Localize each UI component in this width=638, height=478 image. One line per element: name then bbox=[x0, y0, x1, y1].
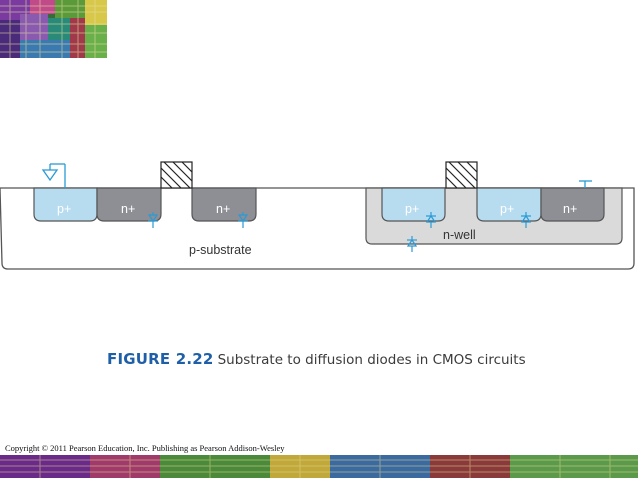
cmos-cross-section-diagram: p+ n+ n+ p+ p+ n+ n-well p-substrate bbox=[0, 161, 635, 270]
diode-icon bbox=[147, 212, 159, 228]
p-substrate-label: p-substrate bbox=[189, 243, 252, 257]
diode-icon bbox=[406, 236, 418, 252]
figure-caption-text: Substrate to diffusion diodes in CMOS ci… bbox=[217, 352, 526, 368]
diode-icon bbox=[520, 212, 532, 228]
pmos-gate bbox=[445, 161, 478, 189]
chip-die-photo-bottom bbox=[0, 455, 638, 478]
nmos-n-plus-left-label: n+ bbox=[121, 202, 135, 216]
pmos-p-plus-right-label: p+ bbox=[500, 202, 514, 216]
nmos-gate bbox=[160, 161, 193, 189]
diode-icon bbox=[425, 212, 437, 228]
pmos-n-plus-label: n+ bbox=[563, 202, 577, 216]
pmos-n-plus-diffusion bbox=[540, 187, 605, 222]
vdd-icon bbox=[579, 180, 592, 188]
nmos-p-plus-label: p+ bbox=[57, 202, 71, 216]
figure-number: FIGURE 2.22 bbox=[107, 350, 214, 368]
n-well-label: n-well bbox=[443, 228, 476, 242]
chip-die-photo-top bbox=[0, 0, 107, 58]
diode-icon bbox=[237, 212, 249, 228]
nmos-n-plus-right-label: n+ bbox=[216, 202, 230, 216]
copyright-notice: Copyright © 2011 Pearson Education, Inc.… bbox=[5, 443, 285, 453]
pmos-p-plus-left-diffusion bbox=[381, 187, 446, 222]
ground-icon bbox=[41, 163, 66, 188]
pmos-p-plus-left-label: p+ bbox=[405, 202, 419, 216]
nmos-n-plus-right-diffusion bbox=[191, 187, 257, 222]
